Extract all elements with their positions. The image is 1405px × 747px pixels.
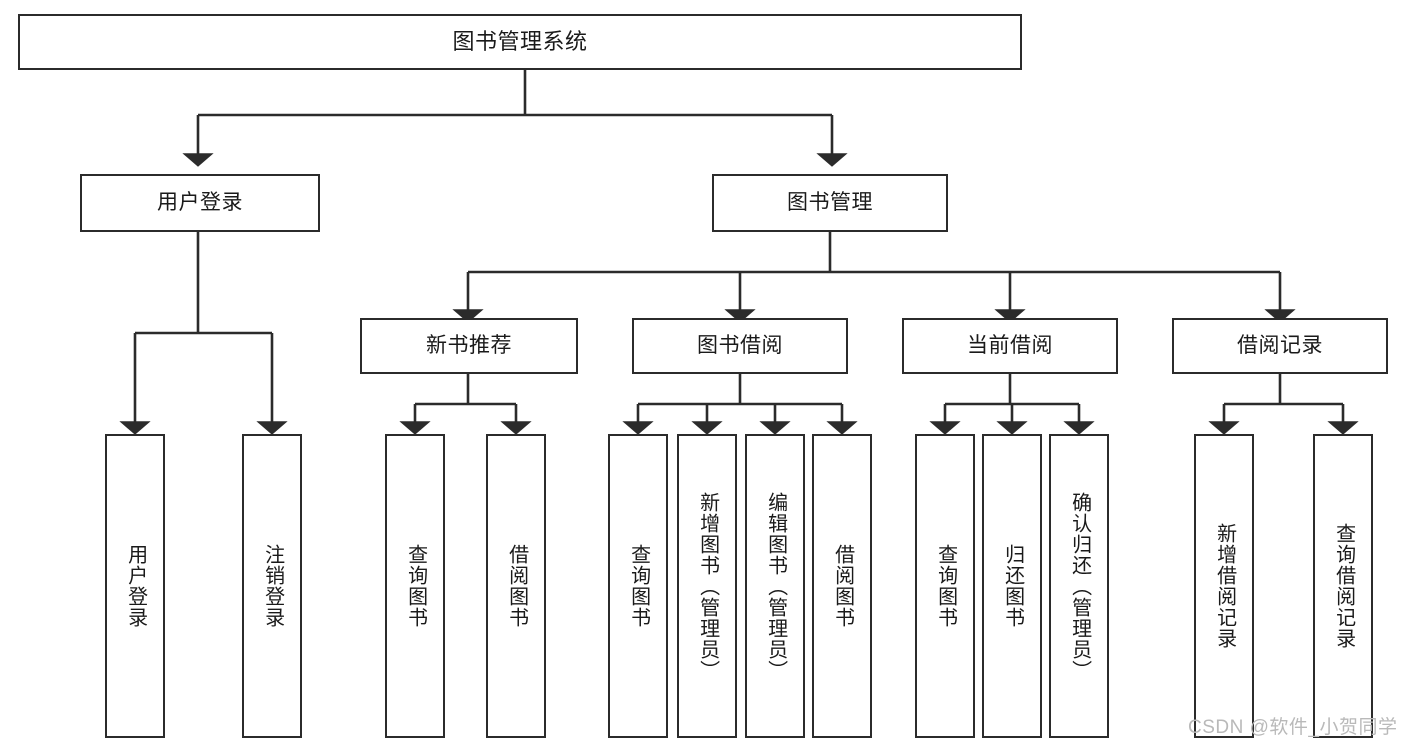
node-leaf-logout-login[interactable]: 注销登录 (242, 434, 302, 738)
node-leaf-query-book-1[interactable]: 查询图书 (385, 434, 445, 738)
node-book-borrow[interactable]: 图书借阅 (632, 318, 848, 374)
node-label: 新增借阅记录 (1213, 523, 1236, 649)
node-label: 图书管理系统 (452, 28, 588, 54)
node-leaf-return-book[interactable]: 归还图书 (982, 434, 1042, 738)
node-leaf-query-book-2[interactable]: 查询图书 (608, 434, 668, 738)
node-label: 借阅图书 (831, 544, 854, 628)
csdn-watermark: CSDN @软件_小贺同学 (1188, 717, 1398, 738)
node-label: 确认归还（管理员） (1068, 491, 1091, 681)
node-leaf-edit-book[interactable]: 编辑图书（管理员） (745, 434, 805, 738)
node-leaf-query-record[interactable]: 查询借阅记录 (1313, 434, 1373, 738)
node-label: 新增图书（管理员） (696, 491, 719, 681)
node-new-book-recommend[interactable]: 新书推荐 (360, 318, 578, 374)
node-label: 查询图书 (627, 544, 650, 628)
node-user-login[interactable]: 用户登录 (80, 174, 320, 232)
node-leaf-borrow-book-1[interactable]: 借阅图书 (486, 434, 546, 738)
node-leaf-query-book-3[interactable]: 查询图书 (915, 434, 975, 738)
node-label: 用户登录 (124, 544, 147, 628)
node-root-system[interactable]: 图书管理系统 (18, 14, 1022, 70)
node-current-borrow[interactable]: 当前借阅 (902, 318, 1118, 374)
node-borrow-record[interactable]: 借阅记录 (1172, 318, 1388, 374)
node-label: 新书推荐 (426, 334, 512, 358)
node-leaf-add-record[interactable]: 新增借阅记录 (1194, 434, 1254, 738)
node-leaf-borrow-book-2[interactable]: 借阅图书 (812, 434, 872, 738)
node-label: 归还图书 (1001, 544, 1024, 628)
node-label: 查询图书 (404, 544, 427, 628)
node-label: 图书管理 (787, 191, 873, 215)
node-label: 当前借阅 (967, 334, 1053, 358)
node-leaf-confirm-return[interactable]: 确认归还（管理员） (1049, 434, 1109, 738)
node-label: 查询借阅记录 (1332, 523, 1355, 649)
node-label: 借阅记录 (1237, 334, 1323, 358)
node-label: 注销登录 (261, 544, 284, 628)
node-book-manage[interactable]: 图书管理 (712, 174, 948, 232)
node-label: 查询图书 (934, 544, 957, 628)
node-label: 图书借阅 (697, 334, 783, 358)
node-label: 用户登录 (157, 191, 243, 215)
node-label: 编辑图书（管理员） (764, 491, 787, 681)
node-leaf-add-book[interactable]: 新增图书（管理员） (677, 434, 737, 738)
node-label: 借阅图书 (505, 544, 528, 628)
node-leaf-user-login[interactable]: 用户登录 (105, 434, 165, 738)
